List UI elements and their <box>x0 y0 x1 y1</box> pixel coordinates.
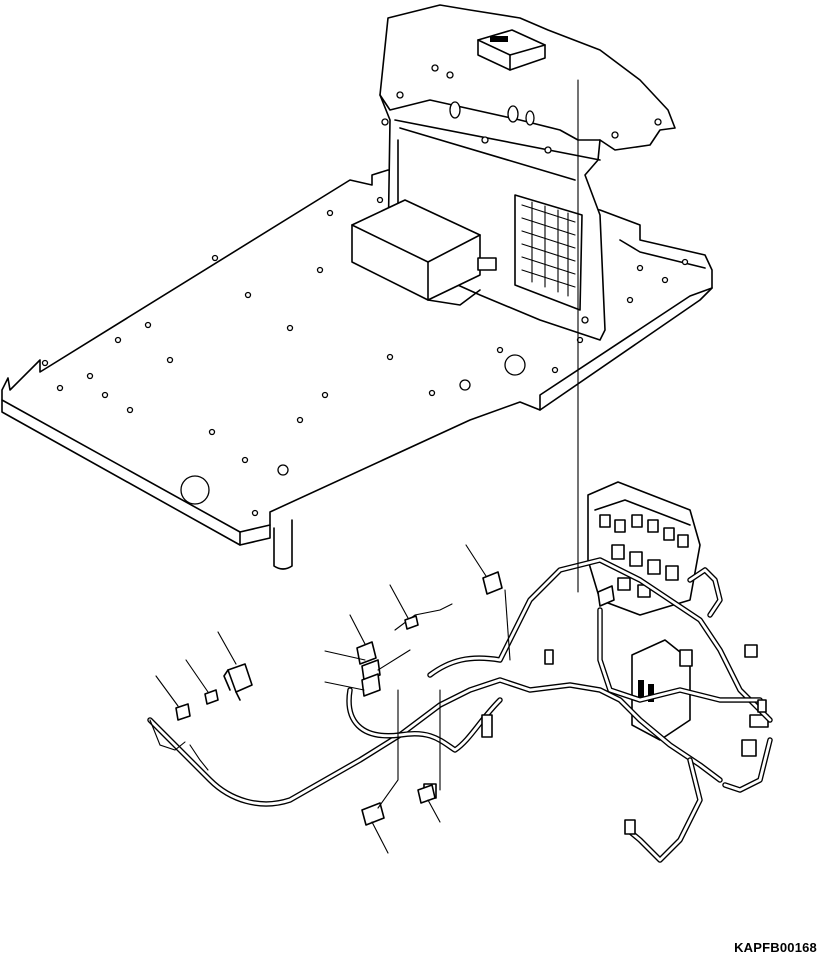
connector-cluster <box>631 639 769 757</box>
floor-plate-holes <box>41 196 689 517</box>
controller-module <box>477 29 546 71</box>
callout-leaders <box>155 79 579 854</box>
fuse-relay-block <box>587 481 701 616</box>
connector-parts <box>175 571 615 826</box>
equipment-box <box>351 199 497 306</box>
drawing-code: KAPFB00168 <box>734 940 817 955</box>
grille-panel <box>514 194 583 311</box>
wire-harness <box>147 557 773 863</box>
